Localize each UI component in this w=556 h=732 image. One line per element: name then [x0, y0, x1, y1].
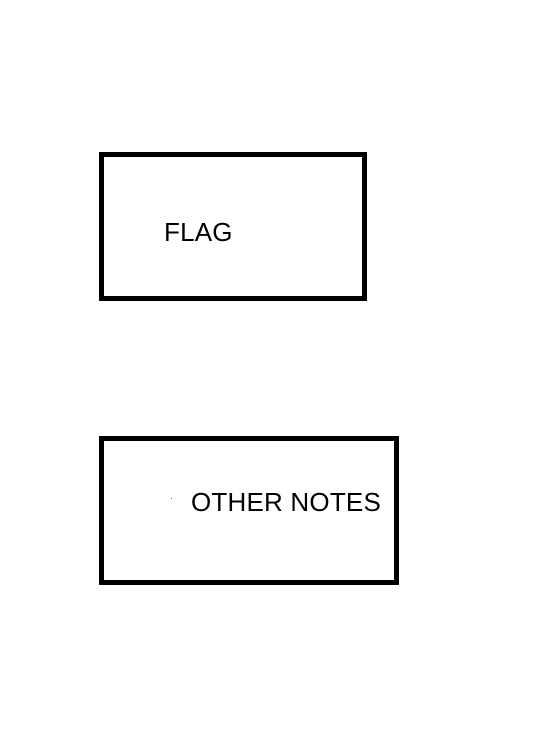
other-notes-label: OTHER NOTES [191, 487, 381, 517]
flag-box: FLAG [99, 152, 367, 301]
stray-mark [171, 498, 172, 499]
other-notes-box: OTHER NOTES [99, 436, 399, 585]
flag-label: FLAG [164, 217, 233, 247]
